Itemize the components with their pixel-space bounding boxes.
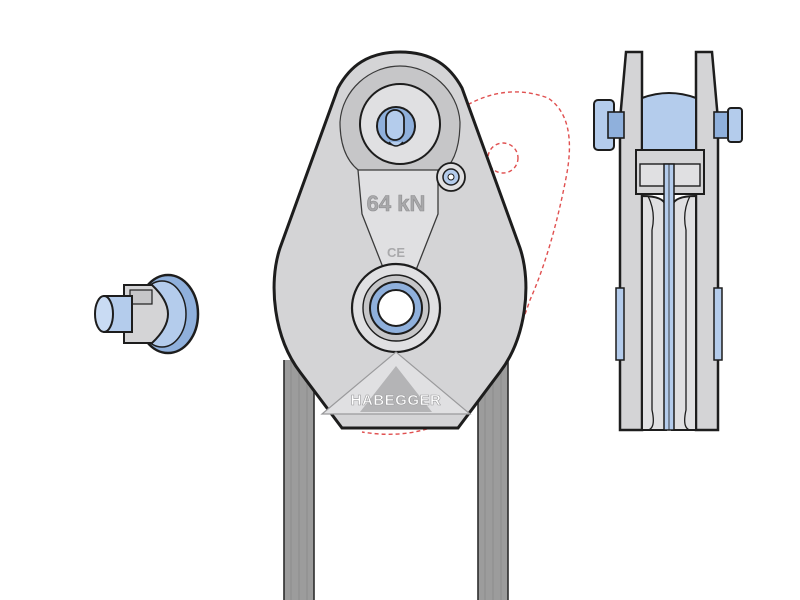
- rope-left: [283, 360, 315, 600]
- brand-logo-text: HABEGGER: [351, 392, 442, 409]
- top-axle-bolt: [376, 106, 416, 147]
- bottom-axle-bushing: [350, 262, 442, 354]
- triangle-logo-icon: [360, 366, 432, 412]
- pulley-block-icon: 64 kN CE HABEGGER: [272, 50, 528, 430]
- axle-pin-icon: [94, 273, 200, 355]
- hidden-swing-contour: [361, 91, 571, 435]
- pulley-section-icon: [593, 50, 743, 432]
- rope-right: [477, 360, 509, 600]
- load-rating-label: 64 kN: [367, 191, 426, 216]
- side-screw: [436, 162, 466, 192]
- certification-mark: CE: [387, 245, 405, 260]
